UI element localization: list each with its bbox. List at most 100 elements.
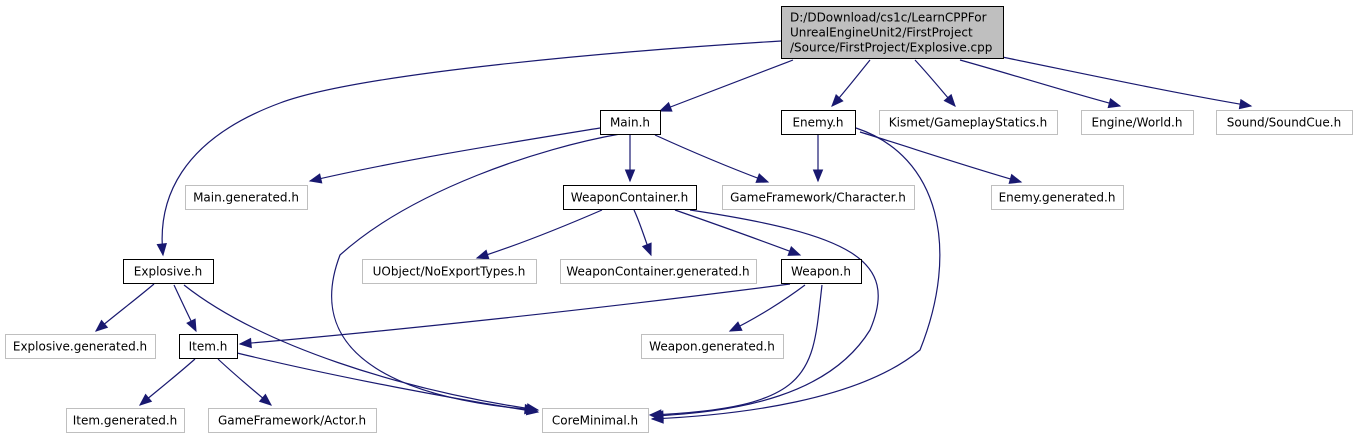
node-box	[185, 185, 308, 210]
edge-enemy_h-to-core_minimal_h	[651, 127, 941, 420]
arrowhead-explosive_h-to-explosive_generated_h	[94, 319, 109, 332]
edge-root-to-explosive_h	[161, 40, 782, 256]
arrowhead-root-to-main_h	[658, 101, 673, 112]
edge-item_h-to-core_minimal_h	[236, 352, 539, 413]
node-box	[781, 6, 1004, 59]
arrowhead-weapon_h-to-core_minimal_h	[648, 409, 662, 420]
edge-root-to-main_h	[659, 59, 794, 112]
node-label: Item.generated.h	[73, 414, 178, 428]
node-box	[542, 408, 649, 433]
node-box	[362, 259, 537, 284]
edge-main_h-to-character_h	[654, 134, 769, 183]
node-label: WeaponContainer.generated.h	[566, 265, 749, 279]
node-explosive-generated-h: Explosive.generated.h	[5, 334, 156, 359]
node-box	[563, 185, 697, 210]
node-box	[208, 408, 377, 433]
edge-weapon_container_h-to-weapon_h	[674, 209, 801, 256]
node-core-minimal-h: CoreMinimal.h	[542, 408, 649, 433]
node-noexport-types-h: UObject/NoExportTypes.h	[362, 259, 537, 284]
node-label: Main.h	[610, 116, 650, 130]
node-label: Enemy.generated.h	[999, 191, 1116, 205]
arrowhead-main_h-to-weapon_container_h	[624, 169, 636, 183]
node-label: Explosive.h	[134, 265, 202, 279]
node-label: GameFramework/Character.h	[730, 191, 906, 205]
node-gameplay-statics-h: Kismet/GameplayStatics.h	[879, 110, 1058, 135]
node-item-h[interactable]: Item.h	[179, 334, 238, 359]
node-enemy-h[interactable]: Enemy.h	[781, 110, 856, 135]
arrowhead-main_h-to-character_h	[755, 173, 770, 183]
arrowhead-explosive_h-to-item_h	[186, 318, 197, 333]
node-box	[1081, 110, 1194, 135]
arrowhead-weapon_h-to-weapon_generated_h	[728, 321, 743, 332]
node-box	[641, 334, 784, 359]
node-label: CoreMinimal.h	[552, 414, 638, 428]
arrowhead-root-to-soundcue_h	[1238, 98, 1253, 110]
arrowhead-main_h-to-main_generated_h	[308, 173, 323, 184]
node-weapon-container-h[interactable]: WeaponContainer.h	[563, 185, 697, 210]
arrowhead-item_h-to-actor_h	[258, 393, 273, 406]
node-label: /Source/FirstProject/Explosive.cpp	[790, 41, 992, 55]
node-label: WeaponContainer.h	[571, 191, 688, 205]
node-explosive-h[interactable]: Explosive.h	[123, 259, 214, 284]
node-main-h[interactable]: Main.h	[600, 110, 661, 135]
node-box	[1216, 110, 1353, 135]
node-box	[781, 110, 856, 135]
node-character-h: GameFramework/Character.h	[722, 185, 915, 210]
node-label: Enemy.h	[792, 116, 843, 130]
arrowhead-root-to-gameplay_statics_h	[943, 93, 956, 107]
edge-layer	[94, 40, 1253, 424]
node-item-generated-h: Item.generated.h	[66, 408, 185, 433]
arrowhead-item_h-to-item_generated_h	[138, 393, 153, 406]
node-box	[5, 334, 156, 359]
arrowhead-weapon_container_h-to-weapon_h	[787, 246, 802, 256]
edge-weapon_h-to-item_h	[239, 283, 791, 345]
node-label: UnrealEngineUnit2/FirstProject	[790, 26, 973, 40]
edge-weapon_h-to-weapon_generated_h	[729, 284, 806, 332]
node-weapon-container-generated-h: WeaponContainer.generated.h	[560, 259, 757, 284]
edge-enemy_h-to-enemy_generated_h	[859, 131, 1022, 183]
node-weapon-h[interactable]: Weapon.h	[781, 259, 862, 284]
node-label: Explosive.generated.h	[13, 340, 147, 354]
node-main-generated-h: Main.generated.h	[185, 185, 308, 210]
node-box	[123, 259, 214, 284]
node-box	[179, 334, 238, 359]
edge-root-to-world_h	[959, 59, 1121, 107]
edge-main_h-to-main_generated_h	[309, 127, 601, 182]
node-root[interactable]: D:/DDownload/cs1c/LearnCPPForUnrealEngin…	[781, 6, 1004, 59]
node-layer: D:/DDownload/cs1c/LearnCPPForUnrealEngin…	[5, 6, 1353, 433]
node-box	[722, 185, 915, 210]
arrowhead-root-to-world_h	[1107, 97, 1122, 109]
node-box	[879, 110, 1058, 135]
arrowhead-weapon_h-to-item_h	[238, 337, 252, 349]
node-box	[600, 110, 661, 135]
node-label: Main.generated.h	[193, 191, 299, 205]
node-enemy-generated-h: Enemy.generated.h	[991, 185, 1124, 210]
node-label: Sound/SoundCue.h	[1227, 116, 1341, 130]
node-box	[560, 259, 757, 284]
node-label: Item.h	[189, 340, 228, 354]
edge-weapon_container_h-to-noexport_types_h	[476, 209, 603, 259]
arrowhead-item_h-to-core_minimal_h	[525, 405, 540, 416]
arrowhead-weapon_container_h-to-noexport_types_h	[475, 249, 490, 260]
arrowhead-enemy_h-to-character_h	[812, 169, 824, 183]
node-label: Kismet/GameplayStatics.h	[889, 116, 1047, 130]
node-box	[66, 408, 185, 433]
arrowhead-enemy_h-to-enemy_generated_h	[1008, 173, 1023, 184]
node-box	[991, 185, 1124, 210]
edge-weapon_container_h-to-core_minimal_h	[651, 209, 879, 417]
edge-main_h-to-core_minimal_h	[331, 133, 621, 411]
edge-explosive_h-to-core_minimal_h	[183, 284, 539, 411]
edge-root-to-soundcue_h	[1001, 56, 1252, 107]
node-actor-h: GameFramework/Actor.h	[208, 408, 377, 433]
node-label: D:/DDownload/cs1c/LearnCPPFor	[790, 11, 987, 25]
node-world-h: Engine/World.h	[1081, 110, 1194, 135]
arrowhead-weapon_container_h-to-weapon_container_generated_h	[641, 242, 652, 257]
node-label: Weapon.generated.h	[649, 340, 775, 354]
node-label: UObject/NoExportTypes.h	[373, 265, 526, 279]
node-label: Engine/World.h	[1092, 116, 1183, 130]
node-weapon-generated-h: Weapon.generated.h	[641, 334, 784, 359]
arrowhead-root-to-explosive_h	[156, 242, 167, 257]
node-label: GameFramework/Actor.h	[218, 414, 366, 428]
node-soundcue-h: Sound/SoundCue.h	[1216, 110, 1353, 135]
